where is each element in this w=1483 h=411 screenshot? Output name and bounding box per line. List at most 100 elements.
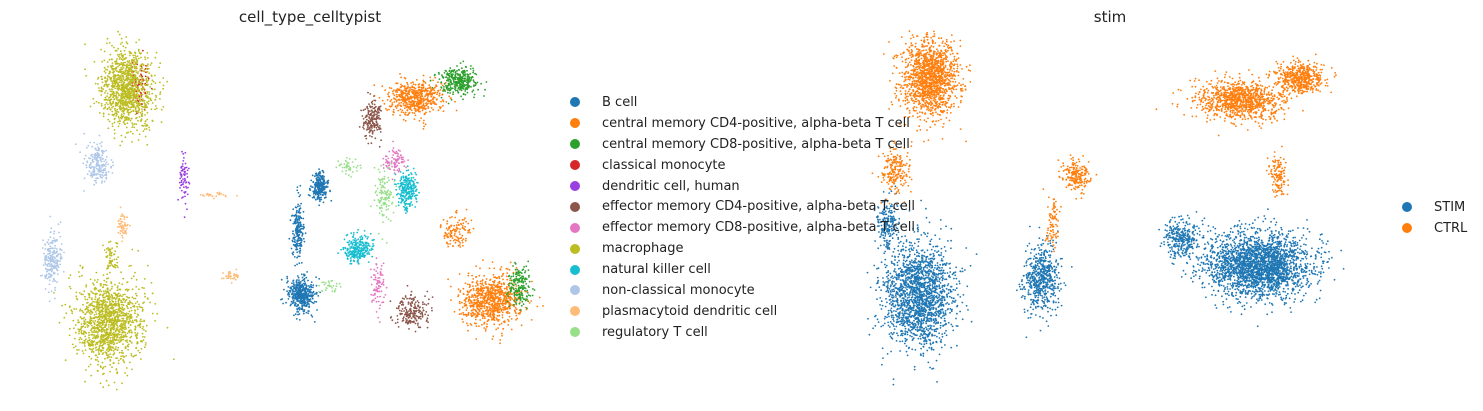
- scatter-point: [322, 186, 325, 189]
- scatter-point: [358, 126, 361, 128]
- scatter-point: [503, 302, 506, 305]
- scatter-point: [313, 187, 316, 190]
- scatter-point: [114, 112, 117, 114]
- scatter-point: [524, 289, 526, 292]
- scatter-point: [390, 99, 393, 101]
- scatter-point: [508, 297, 510, 299]
- series-group: [280, 168, 333, 323]
- scatter-point: [512, 287, 514, 289]
- scatter-point: [485, 81, 488, 83]
- scatter-point: [133, 104, 135, 106]
- scatter-point: [301, 302, 303, 305]
- scatter-point: [410, 304, 412, 307]
- scatter-point: [464, 90, 467, 92]
- scatter-point: [489, 307, 492, 310]
- scatter-point: [464, 93, 467, 96]
- scatter-point: [509, 279, 511, 282]
- scatter-point: [124, 70, 127, 73]
- scatter-point: [494, 289, 497, 291]
- scatter-point: [295, 211, 298, 213]
- scatter-point: [449, 67, 452, 69]
- scatter-point: [314, 193, 317, 195]
- scatter-point: [133, 65, 136, 68]
- scatter-point: [292, 295, 295, 297]
- scatter-point: [488, 267, 491, 270]
- scatter-point: [116, 337, 118, 339]
- scatter-point: [418, 326, 421, 329]
- scatter-point: [108, 96, 111, 99]
- scatter-point: [425, 320, 428, 322]
- scatter-point: [415, 90, 418, 92]
- scatter-point: [403, 107, 406, 110]
- scatter-point: [481, 317, 484, 320]
- scatter-point: [492, 314, 494, 317]
- scatter-point: [457, 87, 460, 90]
- scatter-point: [151, 119, 154, 122]
- scatter-point: [508, 307, 511, 310]
- scatter-point: [461, 306, 464, 309]
- scatter-point: [462, 311, 465, 314]
- scatter-point: [117, 346, 120, 349]
- scatter-point: [475, 289, 478, 292]
- scatter-point: [155, 51, 158, 54]
- scatter-point: [385, 158, 387, 161]
- scatter-point: [483, 321, 486, 324]
- scatter-point: [135, 116, 138, 119]
- scatter-point: [312, 190, 315, 193]
- scatter-point: [405, 101, 408, 104]
- scatter-point: [486, 320, 489, 323]
- scatter-point: [448, 232, 450, 235]
- scatter-point: [318, 204, 321, 207]
- scatter-point: [533, 289, 536, 291]
- scatter-point: [472, 285, 474, 287]
- scatter-point: [90, 290, 92, 293]
- scatter-point: [454, 100, 456, 103]
- scatter-point: [507, 295, 509, 298]
- scatter-point: [130, 88, 133, 91]
- scatter-point: [297, 284, 299, 286]
- scatter-point: [130, 52, 133, 55]
- scatter-point: [102, 274, 105, 276]
- scatter-point: [494, 284, 496, 287]
- scatter-point: [397, 306, 400, 308]
- scatter-point: [118, 33, 121, 36]
- scatter-point: [166, 80, 169, 83]
- scatter-point: [144, 58, 147, 61]
- scatter-point: [496, 283, 499, 286]
- scatter-point: [318, 277, 321, 280]
- scatter-point: [420, 88, 423, 91]
- scatter-point: [500, 298, 503, 301]
- scatter-point: [108, 58, 111, 61]
- scatter-point: [420, 117, 422, 119]
- scatter-point: [443, 72, 446, 74]
- scatter-point: [502, 306, 505, 309]
- scatter-point: [464, 239, 467, 242]
- scatter-point: [362, 117, 365, 120]
- scatter-point: [300, 202, 302, 205]
- scatter-point: [108, 113, 110, 116]
- scatter-point: [136, 92, 138, 95]
- scatter-point: [183, 170, 186, 173]
- scatter-point: [521, 300, 524, 303]
- scatter-point: [510, 328, 513, 331]
- scatter-point: [525, 298, 528, 300]
- series-group: [373, 73, 544, 345]
- scatter-point: [121, 295, 123, 298]
- scatter-point: [391, 165, 393, 168]
- scatter-point: [127, 119, 130, 121]
- scatter-point: [143, 68, 146, 71]
- scatter-point: [451, 237, 454, 240]
- scatter-point: [304, 282, 307, 285]
- scatter-point: [519, 287, 522, 290]
- scatter-point: [380, 264, 383, 267]
- scatter-point: [117, 86, 120, 88]
- scatter-point: [509, 282, 511, 284]
- scatter-point: [421, 84, 424, 87]
- scatter-point: [417, 108, 419, 111]
- scatter-point: [442, 90, 444, 92]
- scatter-point: [144, 56, 146, 59]
- scatter-point: [402, 111, 405, 114]
- scatter-point: [422, 127, 425, 130]
- scatter-point: [409, 89, 412, 91]
- scatter-point: [376, 287, 379, 290]
